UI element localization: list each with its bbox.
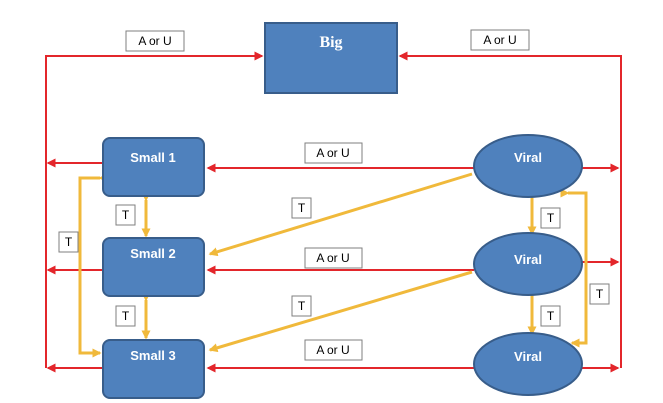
node-small-2-label: Small 2 [130,246,176,261]
arrow-viral1-viral3-outer [560,188,588,348]
svg-text:T: T [547,309,555,323]
node-viral-3-label: Viral [514,349,542,364]
svg-text:T: T [596,287,604,301]
svg-text:T: T [122,208,130,222]
node-small-3-label: Small 3 [130,348,176,363]
svg-text:A or U: A or U [483,33,516,47]
node-big-label: Big [319,34,342,51]
svg-text:A or U: A or U [316,146,349,160]
label-row-1: A or U [304,142,363,164]
arrow-left-loop-to-big [45,51,264,368]
label-t-viral1-small2: T [291,197,312,219]
svg-text:A or U: A or U [316,251,349,265]
gold-t-lines [78,172,588,358]
node-small-1: Small 1 [102,137,205,197]
label-row-3: A or U [304,339,363,361]
node-viral-1-label: Viral [514,150,542,165]
label-top-left: A or U [125,30,185,52]
label-t-small1-small2: T [115,204,136,226]
label-t-viral-outer: T [589,283,610,305]
node-viral-2-label: Viral [514,252,542,267]
label-t-viral1-viral2: T [540,207,561,229]
node-small-2: Small 2 [102,237,205,297]
arrow-viral2-to-small3 [208,270,473,353]
arrow-small1-small3-outer [78,173,108,358]
svg-text:T: T [298,299,306,313]
label-t-small-outer: T [58,231,79,253]
red-flow-lines [45,51,622,373]
svg-text:A or U: A or U [316,343,349,357]
node-big: Big [264,22,398,94]
label-top-right: A or U [470,29,530,51]
label-t-viral2-small3: T [291,295,312,317]
svg-text:T: T [298,201,306,215]
svg-text:T: T [547,211,555,225]
svg-text:T: T [65,235,73,249]
arrow-right-loop-to-big [398,51,622,368]
node-viral-1: Viral [473,134,583,198]
arrow-viral1-to-small2 [208,172,473,257]
node-small-3: Small 3 [102,339,205,399]
node-viral-2: Viral [473,232,583,296]
svg-text:A or U: A or U [138,34,171,48]
node-viral-3: Viral [473,332,583,396]
node-small-1-label: Small 1 [130,150,176,165]
label-t-small2-small3: T [115,305,136,327]
label-row-2: A or U [304,247,363,269]
svg-text:T: T [122,309,130,323]
label-t-viral2-viral3: T [540,305,561,327]
